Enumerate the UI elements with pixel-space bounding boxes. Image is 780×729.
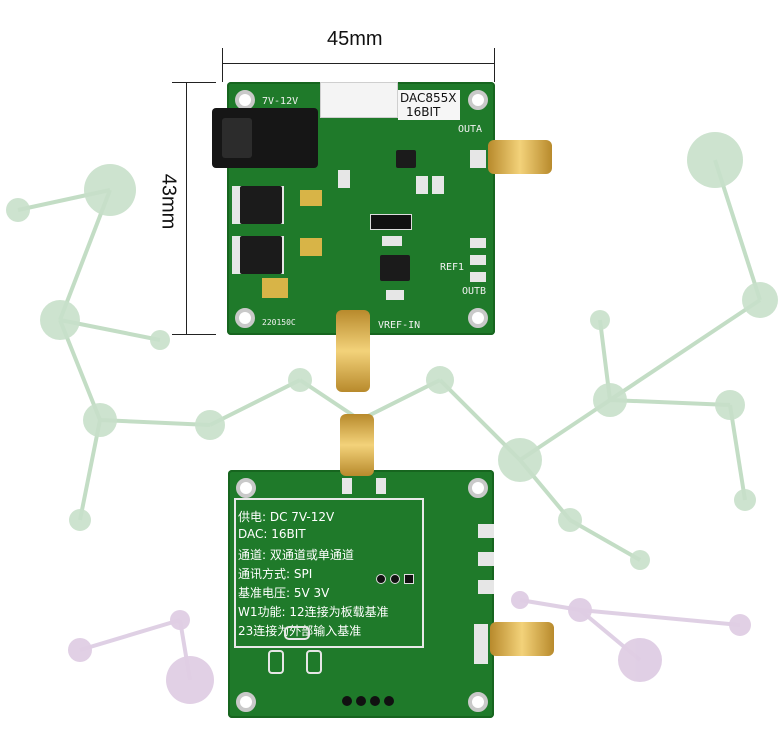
width-dimension-label: 45mm [327,28,383,50]
capacitor [262,278,288,298]
opamp-ic [380,255,410,281]
spec-line-external-ref: 23连接为外部输入基准 [238,624,362,638]
height-dimension-tick-top [172,82,216,83]
outb-pad [470,255,486,265]
mounting-hole [236,478,256,498]
resistor [338,170,350,188]
width-dimension-tick-left [222,48,223,82]
outb-pad [470,272,486,282]
chip-model-label: DAC855X [400,91,457,105]
pad [478,580,494,594]
spec-line-channel: 通道: 双通道或单通道 [238,548,354,562]
serial-label: 220150C [262,318,296,327]
width-dimension-line [222,63,494,64]
mounting-hole [468,90,488,110]
outa-pad [470,150,486,168]
pin-header-connector [320,82,398,118]
resolution-label: 16BIT [406,105,441,119]
mounting-hole [235,308,255,328]
chip-label-box [398,90,460,120]
spec-line-comm: 通讯方式: SPI [238,567,313,581]
via [404,574,414,584]
solder-pad [306,650,322,674]
header-pin [356,696,366,706]
pad [478,524,494,538]
height-dimension-tick-bottom [172,334,216,335]
header-pin [384,696,394,706]
solder-pad [268,650,284,674]
outb-pad [470,238,486,248]
spec-line-dac: DAC: 16BIT [238,527,306,541]
power-silk-label: 7V-12V [262,96,299,107]
pad [478,552,494,566]
header-pin [370,696,380,706]
mounting-hole [468,692,488,712]
pad [376,478,386,494]
height-dimension-line [186,82,187,334]
mounting-hole [468,478,488,498]
spec-line-vref: 基准电压: 5V 3V [238,586,330,600]
via [390,574,400,584]
spec-line-power: 供电: DC 7V-12V [238,510,335,524]
header-pin [342,696,352,706]
mounting-hole [236,692,256,712]
vref-sma-connector-rear [340,414,374,476]
capacitor [300,238,322,256]
resistor [386,290,404,300]
vref-in-label: VREF-IN [378,320,421,331]
mounting-hole [235,90,255,110]
outa-label: OUTA [458,124,483,135]
solder-pad [284,626,310,640]
vref-sma-connector [336,310,370,392]
outa-sma-connector [488,140,552,174]
dc-jack-opening [222,118,252,158]
voltage-regulator-u3 [240,186,282,224]
capacitor [300,190,322,206]
spec-line-w1: W1功能: 12连接为板载基准 [238,605,389,619]
resistor [416,176,428,194]
ref-label: REF1 [440,262,465,273]
resistor [382,236,402,246]
mounting-hole [468,308,488,328]
voltage-regulator-u1 [240,236,282,274]
jumper-w1 [370,214,412,230]
spec-info-box [234,498,424,648]
bottom-pcb-board [228,470,494,718]
resistor [432,176,444,194]
pad [474,624,488,664]
via [376,574,386,584]
pad [342,478,352,494]
height-dimension-label: 43mm [157,173,180,230]
outa-sma-connector-rear [490,622,554,656]
outb-label: OUTB [462,286,487,297]
width-dimension-tick-right [494,48,495,82]
dac-ic [396,150,416,168]
